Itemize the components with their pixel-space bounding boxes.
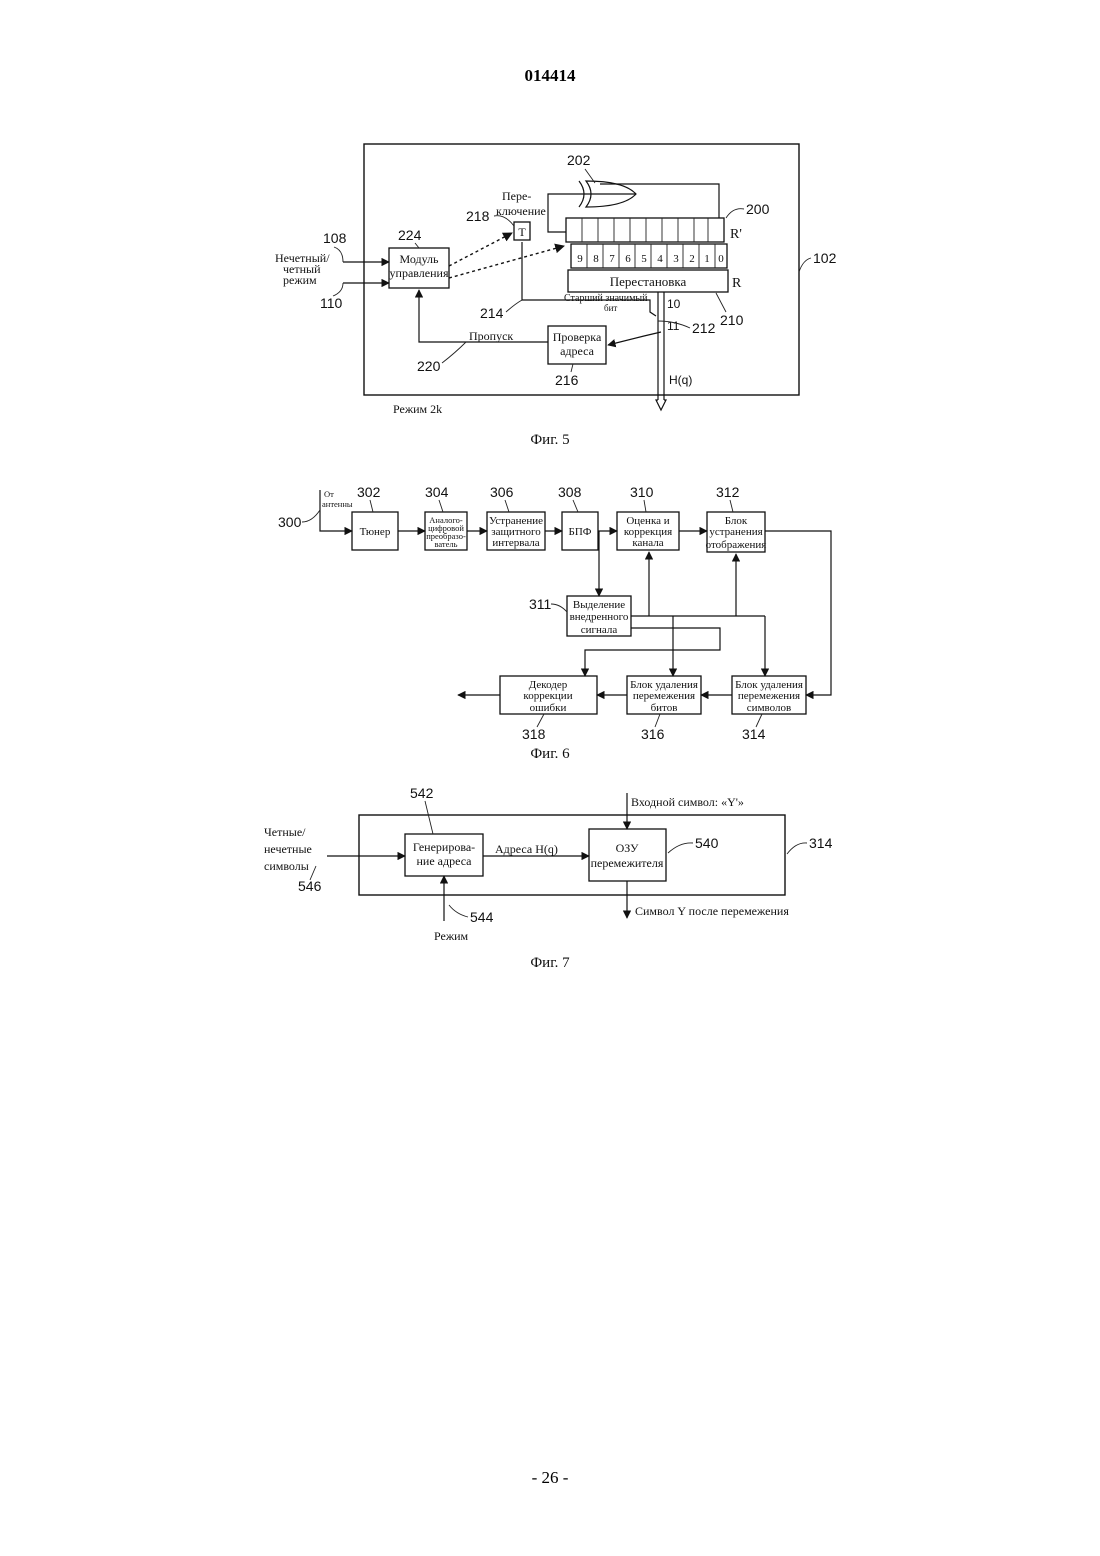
ref-214: 214 — [480, 305, 504, 321]
toggle-label: T — [518, 225, 526, 239]
ref-540: 540 — [695, 835, 719, 851]
check-line2: адреса — [560, 344, 595, 358]
ref-544: 544 — [470, 909, 494, 925]
antenna-line2: антенны — [322, 499, 353, 509]
ref-312: 312 — [716, 484, 740, 500]
bitdi-line2: перемежения — [633, 690, 695, 702]
bit-3: 3 — [673, 253, 679, 265]
antenna-line1: От — [324, 489, 334, 499]
control-line1: Модуль — [399, 252, 439, 266]
address-label: Адреса H(q) — [495, 842, 558, 856]
ref-210: 210 — [720, 312, 744, 328]
ref-200: 200 — [746, 201, 770, 217]
msb-line2: бит — [604, 303, 617, 313]
ref-314-fig7: 314 — [809, 835, 833, 851]
ref-218: 218 — [466, 208, 490, 224]
page-number: - 26 - — [0, 1468, 1100, 1488]
ref-546: 546 — [298, 878, 322, 894]
interleaver-ram-540 — [589, 829, 666, 881]
fft-label: БПФ — [569, 526, 592, 538]
demap-line2: устранения — [709, 526, 762, 538]
bit-2: 2 — [689, 253, 695, 265]
bit-8: 8 — [593, 253, 599, 265]
ref-308: 308 — [558, 484, 582, 500]
check-line1: Проверка — [553, 330, 602, 344]
r-label: R — [732, 276, 742, 291]
ref-220: 220 — [417, 358, 441, 374]
register-r-prime-200 — [566, 218, 724, 242]
input-line2: нечетные — [264, 842, 312, 856]
ref-311: 311 — [529, 596, 552, 612]
dec-line3: ошибки — [530, 702, 567, 714]
chan-line3: канала — [632, 537, 663, 549]
output-label: H(q) — [669, 373, 692, 387]
fig7-caption: Фиг. 7 — [530, 955, 570, 971]
dec-line2: коррекции — [523, 690, 572, 702]
emb-line3: сигнала — [581, 624, 618, 636]
ram-line1: ОЗУ — [616, 841, 639, 855]
tuner-label: Тюнер — [360, 526, 391, 538]
bit-index-row: 9 8 7 6 5 4 3 2 1 0 — [571, 244, 727, 268]
guard-line3: интервала — [492, 537, 539, 549]
mode-label: Режим 2k — [393, 402, 442, 416]
bit11-label: 11 — [667, 319, 680, 333]
skip-label: Пропуск — [469, 329, 513, 343]
ref-110: 110 — [320, 295, 343, 311]
bit-7: 7 — [609, 253, 615, 265]
ref-304: 304 — [425, 484, 449, 500]
demap-line3: отображения — [706, 539, 767, 551]
fig6-caption: Фиг. 6 — [530, 746, 570, 762]
permutation-label: Перестановка — [610, 274, 687, 289]
ref-216: 216 — [555, 372, 579, 388]
input-line1: Четные/ — [264, 825, 306, 839]
fig5-caption: Фиг. 5 — [530, 432, 569, 448]
bitdi-line3: битов — [651, 702, 678, 714]
figure-7: Генерирова- ние адреса ОЗУ перемежителя … — [264, 785, 833, 971]
switch-line1: Пере- — [502, 189, 531, 203]
bit-4: 4 — [657, 253, 663, 265]
switch-line2: ключение — [496, 204, 546, 218]
figure-5: 9 8 7 6 5 4 3 2 1 0 Перестановка R R' Мо… — [275, 144, 837, 448]
ref-314: 314 — [742, 726, 766, 742]
input-label-line3: режим — [283, 273, 317, 287]
ref-302: 302 — [357, 484, 381, 500]
ref-310: 310 — [630, 484, 654, 500]
bit-6: 6 — [625, 253, 631, 265]
emb-line2: внедренного — [570, 611, 629, 623]
ram-line2: перемежителя — [591, 856, 664, 870]
ref-316: 316 — [641, 726, 665, 742]
ref-542: 542 — [410, 785, 434, 801]
input-line3: символы — [264, 859, 309, 873]
bit10-label: 10 — [667, 297, 681, 311]
addrgen-line1: Генерирова- — [413, 840, 475, 854]
bit-5: 5 — [641, 253, 647, 265]
ref-202: 202 — [567, 152, 591, 168]
ref-108: 108 — [323, 230, 347, 246]
symdi-line3: символов — [747, 702, 791, 714]
ref-224: 224 — [398, 227, 422, 243]
mode-label-fig7: Режим — [434, 929, 469, 943]
input-symbol-label: Входной символ: «Y'» — [631, 795, 744, 809]
addrgen-line2: ние адреса — [416, 854, 472, 868]
figure-6: Тюнер Аналого- цифровой преобразо- вател… — [278, 484, 831, 762]
bit-9: 9 — [577, 253, 583, 265]
adc-line4: ватель — [434, 539, 457, 549]
output-symbol-label: Символ Y после перемежения — [635, 904, 789, 918]
ref-102: 102 — [813, 250, 837, 266]
control-line2: управления — [390, 266, 449, 280]
bit-1: 1 — [704, 253, 710, 265]
ref-300: 300 — [278, 514, 302, 530]
ref-306: 306 — [490, 484, 514, 500]
r-prime-label: R' — [730, 227, 742, 242]
bit-0: 0 — [718, 253, 724, 265]
ref-318: 318 — [522, 726, 546, 742]
ref-212: 212 — [692, 320, 716, 336]
symdi-line2: перемежения — [738, 690, 800, 702]
emb-line1: Выделение — [573, 599, 625, 611]
